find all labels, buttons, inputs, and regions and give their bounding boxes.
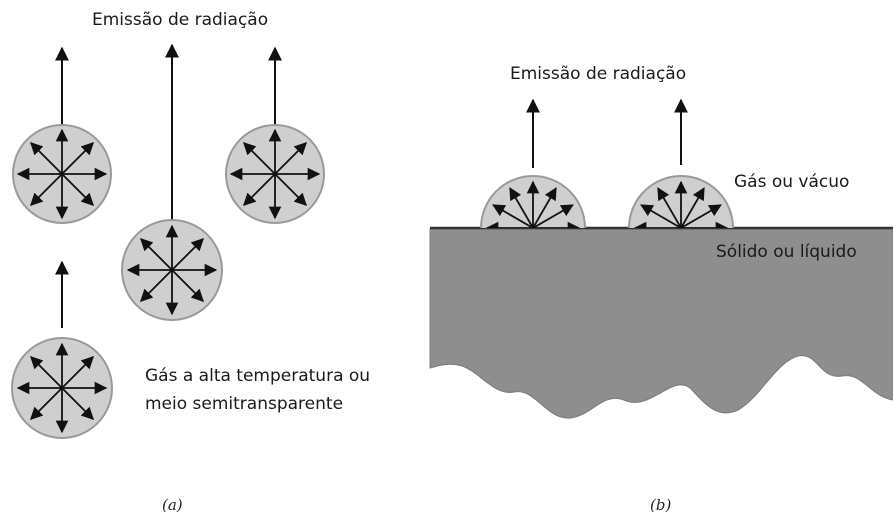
surface-hemisphere [628,175,734,228]
emission-ray [492,204,534,228]
emission-ray [61,356,94,389]
emission-ray [140,238,173,271]
lower-medium-label: Sólido ou líquido [716,242,857,262]
upper-medium-label: Gás ou vácuo [734,172,850,192]
emission-ray [171,238,204,271]
emitting-sphere [121,219,223,321]
emission-ray [243,142,276,175]
emission-ray [640,204,682,228]
surface-hemisphere [480,175,586,228]
emitting-sphere [225,124,325,224]
panel-a-caption: (a) [162,496,183,514]
emission-ray [30,387,63,420]
emission-ray [171,269,204,302]
emitting-sphere [11,337,113,439]
emission-ray [61,387,94,420]
solid-body [429,228,893,419]
panel-b [429,98,893,419]
panel-b-caption: (b) [650,496,672,514]
panel-a-medium-line1: Gás a alta temperatura ou [145,366,371,386]
panel-b-title: Emissão de radiação [510,64,687,84]
panel-a-title: Emissão de radiação [92,10,269,30]
emission-ray [274,142,307,175]
emission-ray [680,187,705,228]
panel-a-medium-line2: meio semitransparente [145,394,344,414]
emission-ray [657,187,682,228]
emission-ray [532,187,557,228]
emission-ray [30,173,63,206]
emission-ray [274,173,307,206]
emission-ray [30,142,63,175]
emission-ray [243,173,276,206]
emission-ray [532,204,574,228]
emission-ray [30,356,63,389]
panel-a [11,43,325,439]
emission-ray [61,142,94,175]
emission-ray [509,187,534,228]
emission-ray [680,204,722,228]
emission-ray [61,173,94,206]
emitting-sphere [12,124,112,224]
emission-ray [140,269,173,302]
